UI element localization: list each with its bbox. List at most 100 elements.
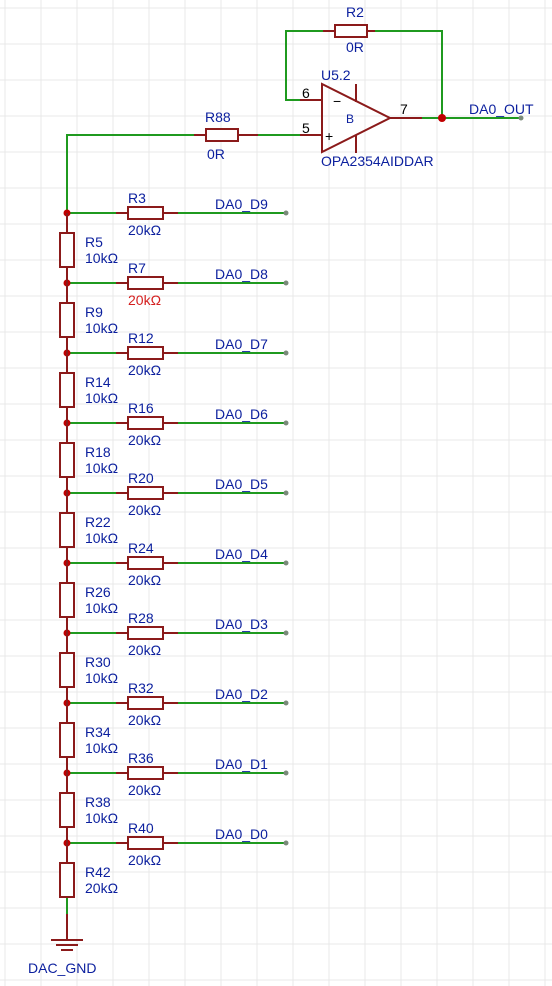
- branch-resistor-name: R40: [128, 820, 154, 836]
- net-label: DA0_D2: [215, 686, 268, 702]
- net-endpoint: [283, 490, 289, 496]
- ladder-resistor-value: 10kΩ: [85, 600, 118, 616]
- input-resistor-name: R88: [205, 109, 231, 125]
- net-endpoint: [283, 420, 289, 426]
- output-junction: [438, 114, 446, 122]
- ladder-resistor-value: 10kΩ: [85, 740, 118, 756]
- branch-resistor[interactable]: [116, 766, 178, 780]
- branch-r7: R7 20kΩ DA0_D8: [63, 260, 289, 308]
- opamp-part-number: OPA2354AIDDAR: [321, 153, 434, 169]
- branch-resistor-value: 20kΩ: [128, 782, 161, 798]
- net-label: DA0_D5: [215, 476, 268, 492]
- branch-r40: R40 20kΩ DA0_D0: [63, 820, 289, 868]
- branch-resistor-name: R7: [128, 260, 146, 276]
- branch-resistor[interactable]: [116, 836, 178, 850]
- output-net-endpoint: [518, 115, 524, 121]
- ground-section: DAC_GND: [28, 898, 96, 976]
- branch-r32: R32 20kΩ DA0_D2: [63, 680, 289, 728]
- r2r-ladder: R320kΩDA0_D9R720kΩDA0_D8R1220kΩDA0_D7R16…: [59, 190, 289, 913]
- branch-resistor-value: 20kΩ: [128, 292, 161, 308]
- ladder-resistor-value: 10kΩ: [85, 460, 118, 476]
- branch-resistor-value: 20kΩ: [128, 852, 161, 868]
- ladder-resistor-value: 10kΩ: [85, 670, 118, 686]
- net-endpoint: [283, 560, 289, 566]
- opamp-unit-letter: B: [346, 112, 354, 126]
- net-label: DA0_D8: [215, 266, 268, 282]
- output-net-label: DA0_OUT: [469, 101, 534, 117]
- pin-5-label: 5: [302, 120, 310, 136]
- net-endpoint: [283, 700, 289, 706]
- branch-resistor[interactable]: [116, 276, 178, 290]
- branch-resistor[interactable]: [116, 346, 178, 360]
- ladder-resistor-name: R18: [85, 444, 111, 460]
- net-label: DA0_D6: [215, 406, 268, 422]
- net-endpoint: [283, 840, 289, 846]
- branch-resistor-name: R28: [128, 610, 154, 626]
- ladder-resistor-name: R34: [85, 724, 111, 740]
- branch-resistor-value: 20kΩ: [128, 362, 161, 378]
- branch-resistor[interactable]: [116, 556, 178, 570]
- plus-sign-icon: +: [325, 128, 333, 144]
- branch-resistor[interactable]: [116, 696, 178, 710]
- ladder-resistor-name: R9: [85, 304, 103, 320]
- ladder-resistor-name: R42: [85, 864, 111, 880]
- branch-resistor-value: 20kΩ: [128, 222, 161, 238]
- branch-resistor-name: R20: [128, 470, 154, 486]
- branch-resistor-name: R12: [128, 330, 154, 346]
- ladder-resistor-name: R22: [85, 514, 111, 530]
- pin-7-label: 7: [400, 101, 408, 117]
- ladder-resistor-name: R14: [85, 374, 111, 390]
- branch-resistor-value: 20kΩ: [128, 432, 161, 448]
- branch-resistor-value: 20kΩ: [128, 572, 161, 588]
- pin-6-label: 6: [302, 85, 310, 101]
- net-endpoint: [283, 280, 289, 286]
- opamp-u5-2[interactable]: − + B 6 5 7 U5.2 OPA2354AIDDAR: [300, 67, 434, 169]
- branch-resistor-value: 20kΩ: [128, 502, 161, 518]
- net-label: DA0_D4: [215, 546, 268, 562]
- ground-icon: [51, 939, 83, 951]
- ladder-resistor-name: R30: [85, 654, 111, 670]
- net-endpoint: [283, 210, 289, 216]
- branch-r20: R20 20kΩ DA0_D5: [63, 470, 289, 518]
- branch-resistor-value: 20kΩ: [128, 712, 161, 728]
- feedback-wire[interactable]: [285, 30, 443, 118]
- input-wire[interactable]: [66, 134, 194, 213]
- net-label: DA0_D0: [215, 826, 268, 842]
- net-endpoint: [283, 770, 289, 776]
- ladder-resistor-value: 10kΩ: [85, 390, 118, 406]
- branch-resistor-name: R36: [128, 750, 154, 766]
- feedback-resistor-value: 0R: [346, 39, 364, 55]
- feedback-resistor-r2[interactable]: R2 0R: [323, 4, 375, 55]
- branch-resistor[interactable]: [116, 626, 178, 640]
- ladder-resistor-value: 10kΩ: [85, 320, 118, 336]
- minus-sign-icon: −: [333, 93, 341, 109]
- opamp-designator: U5.2: [321, 67, 351, 83]
- branch-resistor[interactable]: [116, 206, 178, 220]
- ladder-resistor-value: 10kΩ: [85, 810, 118, 826]
- ground-net-label: DAC_GND: [28, 960, 96, 976]
- ladder-resistor-value: 20kΩ: [85, 880, 118, 896]
- branch-resistor[interactable]: [116, 486, 178, 500]
- branch-resistor-value: 20kΩ: [128, 642, 161, 658]
- net-label: DA0_D9: [215, 196, 268, 212]
- ladder-resistor-name: R5: [85, 234, 103, 250]
- branch-resistor[interactable]: [116, 416, 178, 430]
- branch-resistor-name: R32: [128, 680, 154, 696]
- input-resistor-r88[interactable]: R88 0R: [194, 109, 258, 162]
